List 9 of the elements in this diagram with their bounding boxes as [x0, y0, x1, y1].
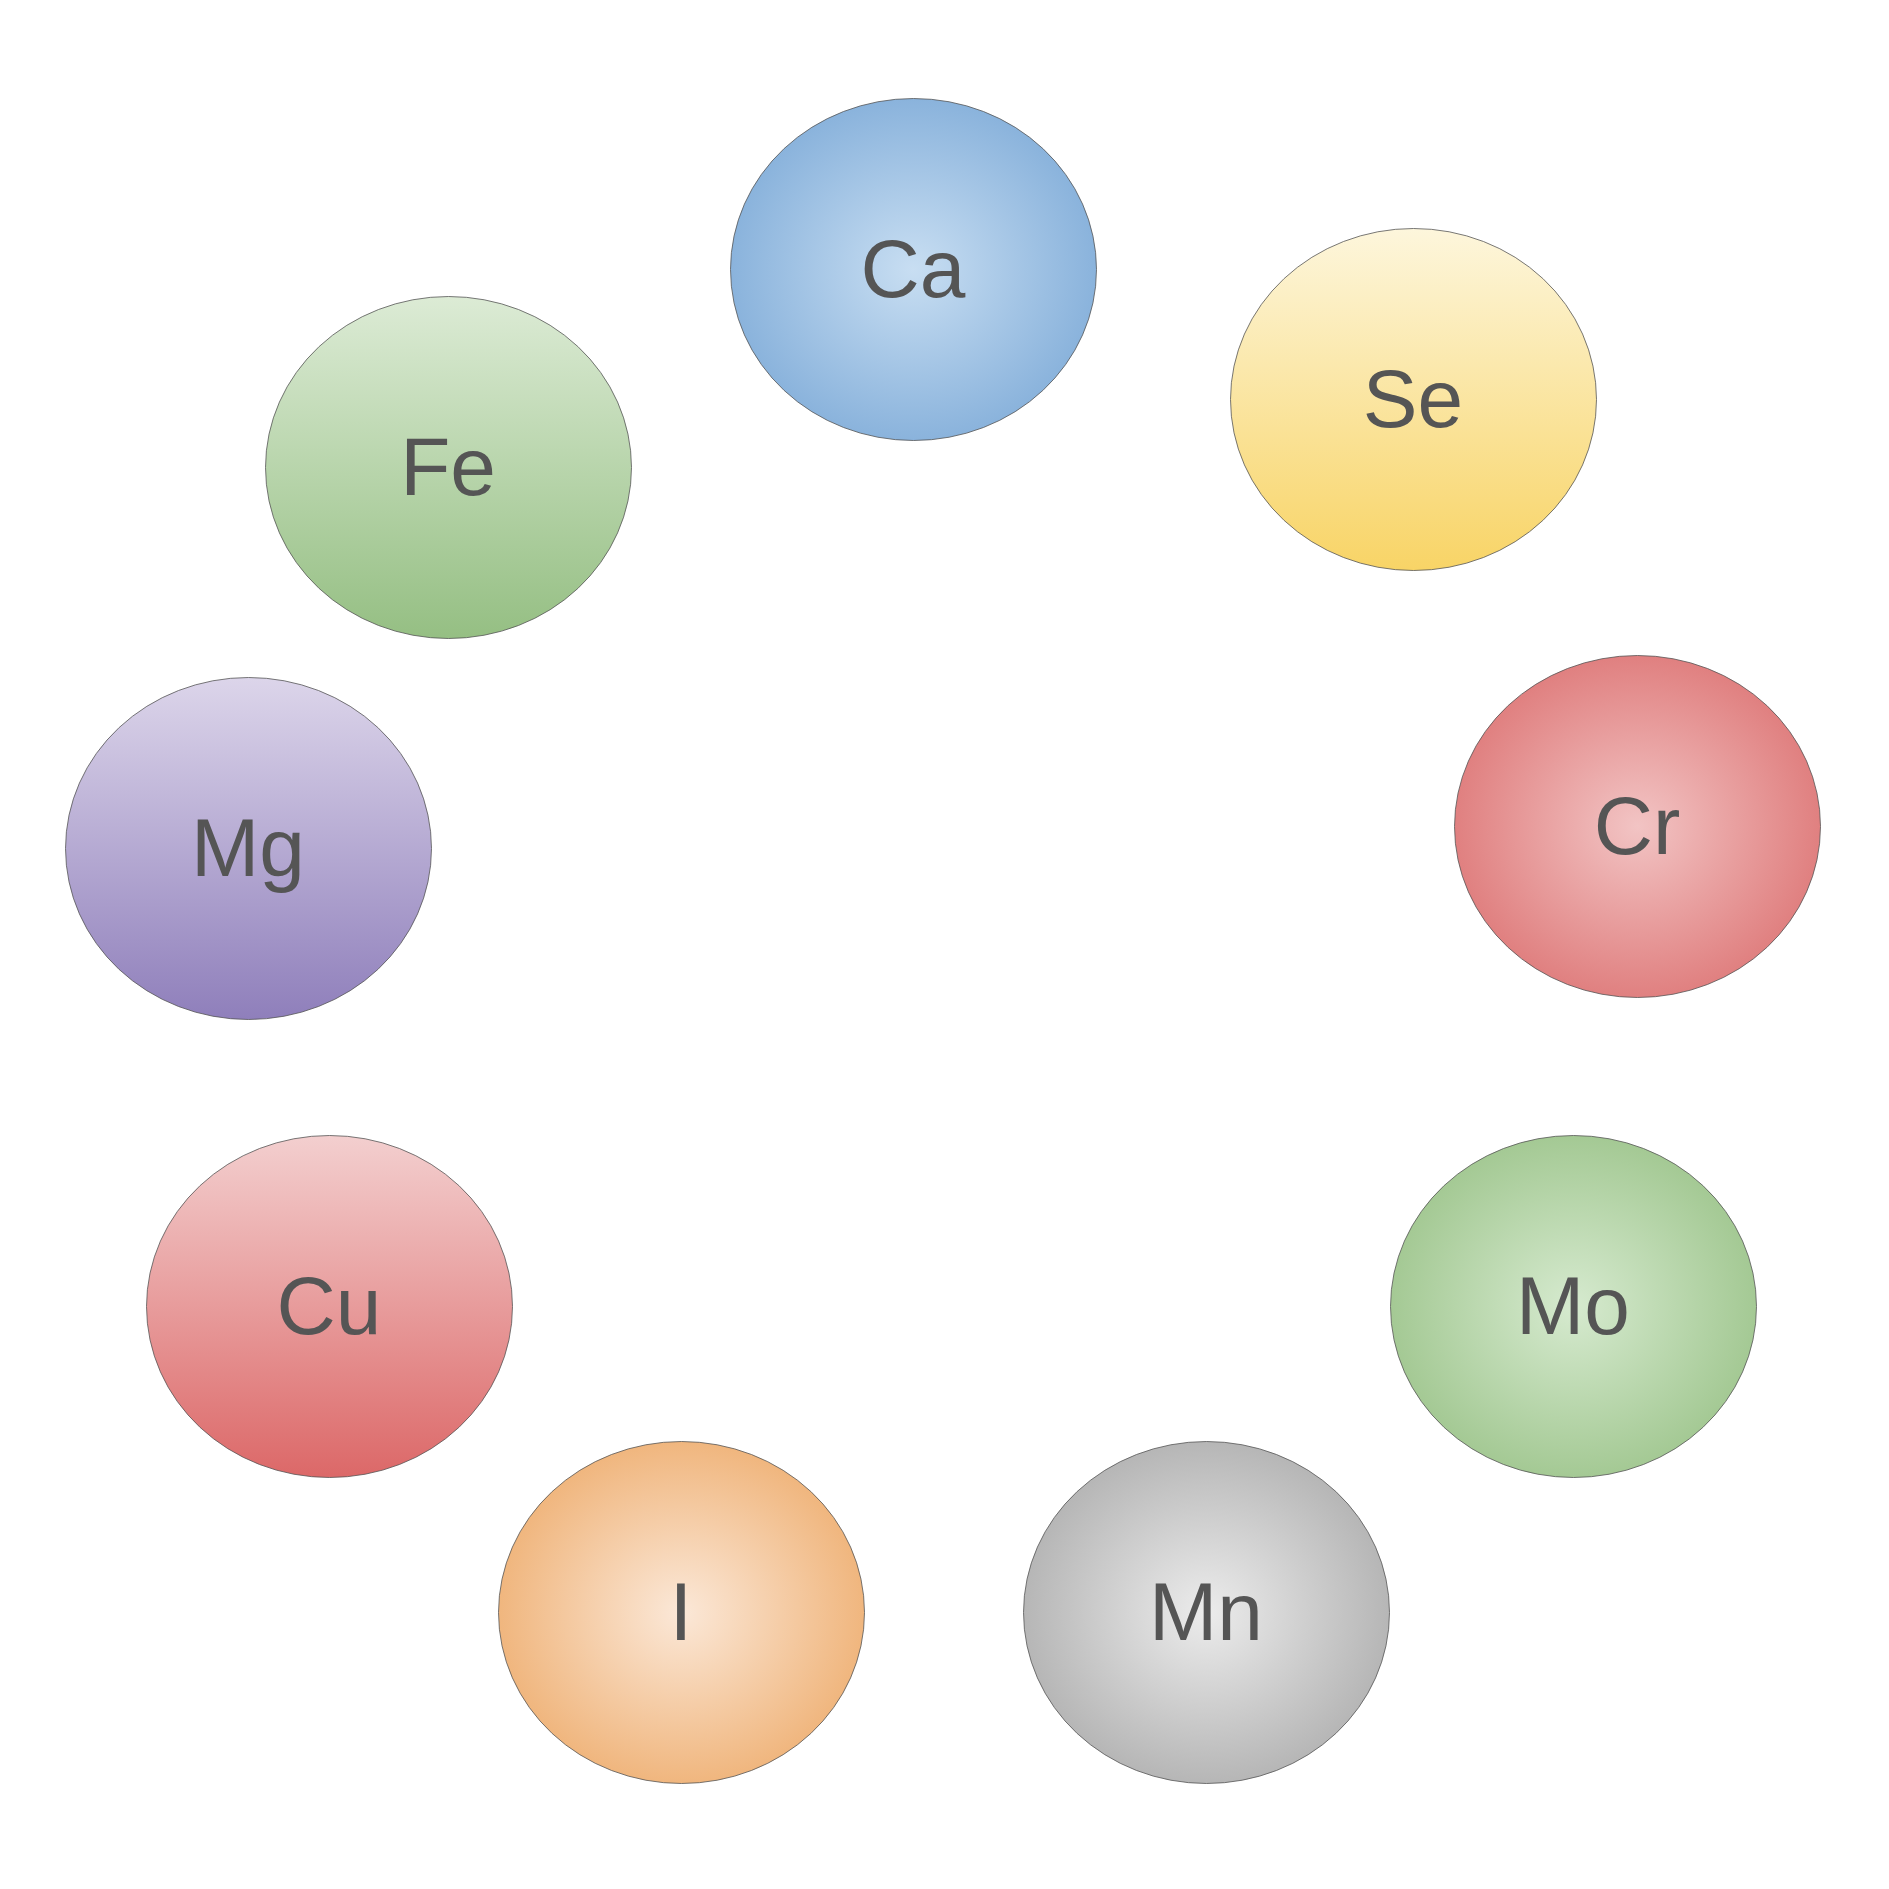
element-symbol: Cr — [1593, 779, 1681, 873]
element-symbol: Se — [1362, 352, 1464, 446]
element-symbol: Ca — [860, 222, 966, 316]
element-symbol: Mo — [1516, 1259, 1630, 1353]
element-symbol: Mn — [1149, 1565, 1263, 1659]
element-symbol: Mg — [191, 801, 305, 895]
element-symbol: Cu — [276, 1259, 382, 1353]
element-symbol: Fe — [400, 420, 496, 514]
element-symbol: I — [669, 1565, 693, 1659]
